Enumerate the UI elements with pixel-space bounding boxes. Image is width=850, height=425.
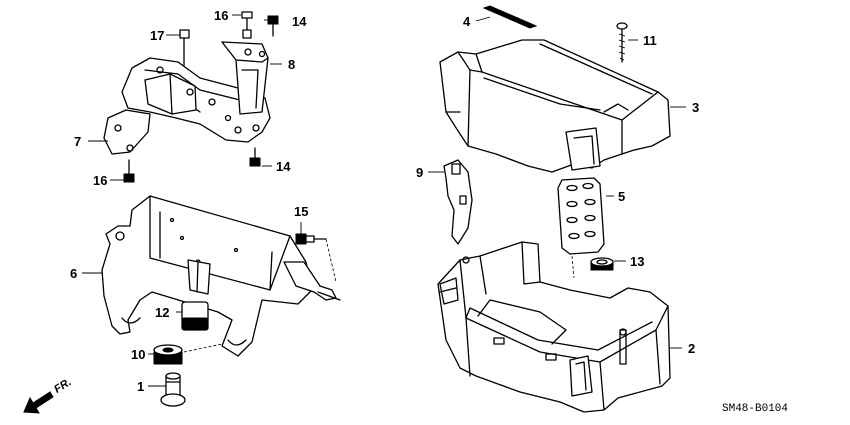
callout-6: 6 [70, 266, 78, 281]
bolt-16-top [241, 11, 253, 39]
leader-lines [82, 14, 686, 387]
upper-bracket-assembly [103, 41, 271, 155]
callout-16-top: 16 [214, 8, 229, 23]
callout-14-top: 14 [292, 14, 307, 29]
callout-7: 7 [74, 134, 82, 149]
callout-17: 17 [150, 28, 165, 43]
bolt-16-bottom [123, 159, 135, 183]
callout-12: 12 [155, 305, 170, 320]
grommet-10 [153, 343, 223, 365]
callout-16-bottom: 16 [93, 173, 108, 188]
harness-clip-5 [557, 177, 605, 279]
screw-11 [616, 22, 628, 63]
diagram-code: SM48-B0104 [722, 403, 789, 415]
callout-2: 2 [688, 341, 696, 356]
front-direction-arrow [23, 391, 54, 414]
callout-5: 5 [618, 189, 626, 204]
callout-11: 11 [643, 33, 657, 48]
label-strip-4 [482, 5, 538, 29]
callout-9: 9 [416, 165, 424, 180]
callout-3: 3 [692, 100, 700, 115]
box-cover-3 [439, 39, 671, 173]
bolt-15 [295, 233, 337, 283]
callout-14-bottom: 14 [276, 159, 291, 174]
bolt-14-top [267, 15, 279, 37]
callout-15: 15 [294, 204, 309, 219]
bolt-14-bottom [249, 147, 261, 167]
collar-1 [160, 372, 186, 407]
callout-13: 13 [630, 254, 645, 269]
bolt-17 [179, 29, 190, 67]
callout-8: 8 [288, 57, 296, 72]
clip-9 [443, 159, 473, 245]
grommet-13 [590, 257, 614, 271]
lower-bracket-6 [101, 195, 341, 357]
pad-12 [176, 301, 209, 331]
callout-10: 10 [131, 347, 146, 362]
box-lower-2 [437, 241, 671, 413]
callout-4: 4 [463, 14, 471, 29]
callout-1: 1 [137, 379, 145, 394]
